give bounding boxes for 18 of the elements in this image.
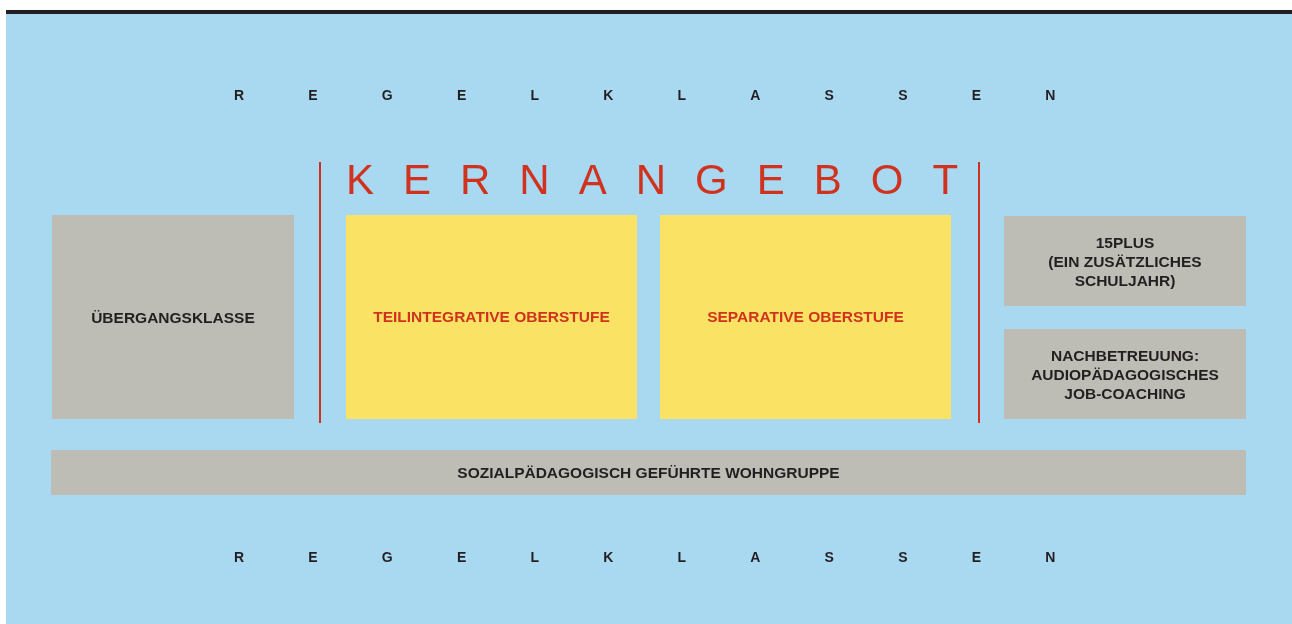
box-title: 15PLUS — [1095, 232, 1155, 252]
core-program-box — [346, 215, 637, 419]
spaced-heading: REGELKLASSEN — [234, 549, 1120, 565]
box-title: TEILINTEGRATIVE OBERSTUFE — [373, 308, 610, 326]
group-title: KERNANGEBOT — [346, 158, 988, 202]
box-subtitle: (EIN ZUSÄTZLICHES SCHULJAHR) — [1047, 251, 1203, 290]
box-title: NACHBETREUUNG: — [1050, 345, 1200, 365]
box-title: SEPARATIVE OBERSTUFE — [707, 308, 904, 326]
core-program-box — [660, 215, 951, 419]
box-subtitle: AUDIOPÄDAGOGISCHES JOB-COACHING — [1030, 364, 1220, 403]
program-box — [1004, 329, 1246, 419]
box-title: SOZIALPÄDAGOGISCH GEFÜHRTE WOHNGRUPPE — [457, 463, 840, 482]
program-box — [51, 450, 1246, 495]
box-title: ÜBERGANGSKLASSE — [91, 307, 255, 327]
spaced-heading: REGELKLASSEN — [234, 87, 1120, 103]
core-offer-group — [319, 162, 980, 423]
program-box — [1004, 216, 1246, 306]
program-box — [52, 215, 294, 419]
